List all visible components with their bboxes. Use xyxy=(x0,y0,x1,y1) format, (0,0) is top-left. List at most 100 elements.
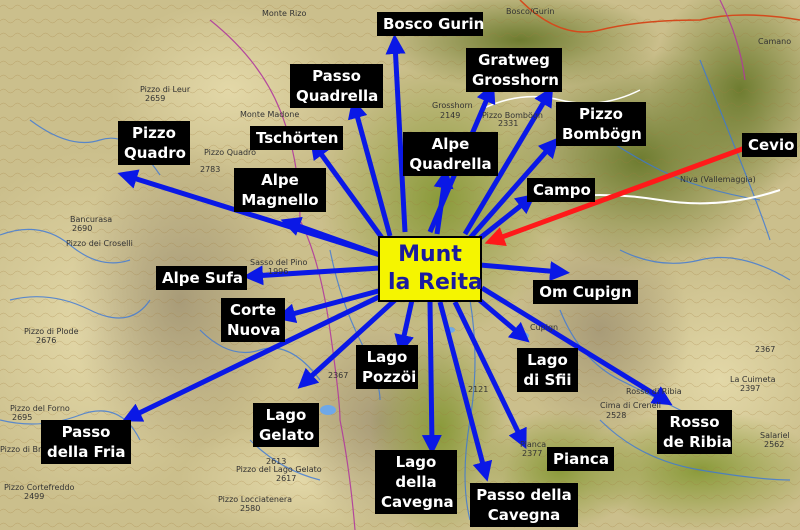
map-label: 2367 xyxy=(328,371,348,380)
map-label: 2562 xyxy=(764,440,784,449)
center-label-text: Munt xyxy=(398,242,462,267)
label-text: Gelato xyxy=(259,426,315,444)
arrow-campo xyxy=(473,193,536,244)
label-om-cupign: Om Cupign xyxy=(533,280,638,304)
label-text: Corte xyxy=(229,301,277,319)
label-text: Quadrella xyxy=(296,87,379,105)
label-text: Passo xyxy=(312,67,361,85)
map-label: 2367 xyxy=(755,345,775,354)
map-label: Cima di Crenell xyxy=(600,401,661,410)
map-label: Bancurasa xyxy=(70,215,112,224)
label-text: Cavegna xyxy=(487,506,561,524)
map-label: 2580 xyxy=(240,504,260,513)
boundary-line xyxy=(209,0,746,530)
arrow-bosco-gurin xyxy=(385,34,408,233)
map-label: 2695 xyxy=(12,413,32,422)
map-label: 1996 xyxy=(268,267,288,276)
arrow-corte-nuova xyxy=(275,287,383,324)
label-pizzo-bombogn: Pizzo Bombögn xyxy=(556,102,646,146)
arrow-lago-pozzoi xyxy=(394,299,415,355)
arrow-om-cupign xyxy=(479,261,570,282)
map-label: 2676 xyxy=(36,336,56,345)
map-label: Pianca xyxy=(520,440,546,449)
map-label: Pizzo del Forno xyxy=(10,404,70,413)
map-label: 2499 xyxy=(24,492,44,501)
label-text: de Ribia xyxy=(663,433,732,451)
map-label: 2613 xyxy=(266,457,286,466)
label-text: Lago xyxy=(366,348,408,366)
map-label: La Cuimeta xyxy=(730,375,776,384)
label-lago-pozzoi: Lago Pozzöi xyxy=(356,345,418,389)
label-alpe-magnello: Alpe Magnello xyxy=(234,168,326,212)
center-label-munt-la-reita: Munt la Reita xyxy=(378,236,483,302)
arrow-cevio xyxy=(484,145,746,246)
map-label: Grosshorn xyxy=(432,101,473,110)
label-rosso-de-ribia: Rosso de Ribia xyxy=(657,410,732,454)
map-label: Monte Rizo xyxy=(262,9,306,18)
label-text: Alpe xyxy=(431,135,470,153)
label-campo: Campo xyxy=(527,178,595,202)
label-alpe-quadrella: Alpe Quadrella xyxy=(403,132,498,176)
label-text: Gratweg xyxy=(478,51,550,69)
label-text: Quadrella xyxy=(409,155,492,173)
label-text: Pizzo xyxy=(579,105,623,123)
label-text: Nuova xyxy=(227,321,281,339)
arrow-alpe-quadrella xyxy=(433,168,454,235)
label-text: Bombögn xyxy=(562,125,642,143)
label-text: Grosshorn xyxy=(472,71,559,89)
label-corte-nuova: Corte Nuova xyxy=(221,298,285,342)
label-alpe-sufa: Alpe Sufa xyxy=(156,266,247,290)
label-text: Pozzöi xyxy=(362,368,417,386)
label-cevio: Cevio xyxy=(742,133,797,157)
arrow-passo-fria xyxy=(121,291,387,422)
label-text: Bosco Gurin xyxy=(383,15,485,33)
label-text: Rosso xyxy=(669,413,720,431)
label-text: Pianca xyxy=(553,450,609,468)
arrow-lago-cavegna xyxy=(421,301,442,455)
label-gratweg-grosshorn: Gratweg Grosshorn xyxy=(466,48,562,92)
map-label: Pizzo del Lago Gelato xyxy=(236,465,322,474)
map-label: 2659 xyxy=(145,94,165,103)
label-text: Om Cupign xyxy=(539,283,632,301)
map-label: 2377 xyxy=(522,449,542,458)
label-pizzo-quadro: Pizzo Quadro xyxy=(118,121,190,165)
label-text: Lago xyxy=(265,406,307,424)
label-text: Passo della xyxy=(476,486,572,504)
map-label: Camano xyxy=(758,37,791,46)
map-label: 2783 xyxy=(200,165,220,174)
label-passo-quadrella: Passo Quadrella xyxy=(290,64,383,108)
map-label: Rosso di Ribia xyxy=(626,387,682,396)
label-lago-sfii: Lago di Sfii xyxy=(517,348,578,392)
arrow-pianca xyxy=(452,300,527,449)
label-text: Lago xyxy=(395,453,437,471)
map-label: Salariel xyxy=(760,431,790,440)
label-pianca: Pianca xyxy=(547,447,614,471)
label-text: della Fria xyxy=(47,443,126,461)
label-text: Pizzo xyxy=(132,124,176,142)
route-arrows xyxy=(117,34,673,482)
label-text: Magnello xyxy=(241,191,319,209)
label-text: Lago xyxy=(527,351,568,369)
map-label: Sasso del Pino xyxy=(250,258,307,267)
map-label: 2331 xyxy=(498,119,518,128)
map-label: Pizzo di Bro xyxy=(0,445,46,454)
map-label: 2397 xyxy=(740,384,760,393)
label-text: Tschörten xyxy=(256,129,339,147)
label-text: Cevio xyxy=(748,136,795,154)
rivers xyxy=(0,59,791,521)
label-text: Campo xyxy=(533,181,591,199)
label-lago-della-cavegna: Lago della Cavegna xyxy=(375,450,457,514)
arrow-pizzo-bombogn-2 xyxy=(468,137,559,240)
map-label: Pizzo di Leur xyxy=(140,85,191,94)
map-label: Monte Madone xyxy=(240,110,299,119)
arrow-pizzo-bombogn xyxy=(462,86,554,236)
map-label: 2149 xyxy=(440,111,460,120)
map-label: Pizzo dei Croselli xyxy=(66,239,133,248)
label-text: Cavegna xyxy=(381,493,454,511)
arrow-passo-quadrella xyxy=(347,98,393,237)
map-label: Pizzo Bombögn xyxy=(482,111,543,120)
map-label: 2121 xyxy=(468,385,488,394)
label-passo-della-cavegna: Passo della Cavegna xyxy=(470,483,578,527)
label-text: Passo xyxy=(61,423,111,441)
